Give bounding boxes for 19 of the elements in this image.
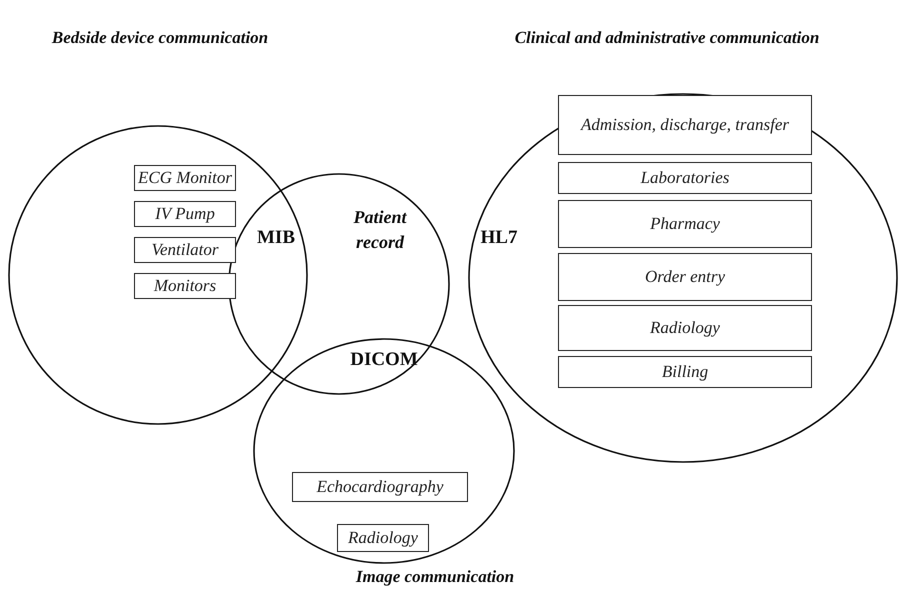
item-box: Pharmacy xyxy=(558,200,812,248)
circle-heading: Clinical and administrative communication xyxy=(514,28,820,48)
item-box: Billing xyxy=(558,356,812,388)
overlap-label: MIB xyxy=(256,226,296,250)
circle-label: Patient record xyxy=(352,206,408,254)
overlap-label: DICOM xyxy=(349,348,419,372)
item-box: Ventilator xyxy=(134,237,236,263)
overlap-label: HL7 xyxy=(480,226,518,250)
circle-heading: Image communication xyxy=(354,567,516,588)
item-box: IV Pump xyxy=(134,201,236,227)
item-box: Radiology xyxy=(337,524,429,552)
item-box: Monitors xyxy=(134,273,236,299)
circle-heading: Bedside device communication xyxy=(50,28,270,48)
item-box: Echocardiography xyxy=(292,472,468,502)
item-box: Radiology xyxy=(558,305,812,351)
item-box: ECG Monitor xyxy=(134,165,236,191)
item-box: Order entry xyxy=(558,253,812,301)
item-box: Admission, discharge, transfer xyxy=(558,95,812,155)
item-box: Laboratories xyxy=(558,162,812,194)
